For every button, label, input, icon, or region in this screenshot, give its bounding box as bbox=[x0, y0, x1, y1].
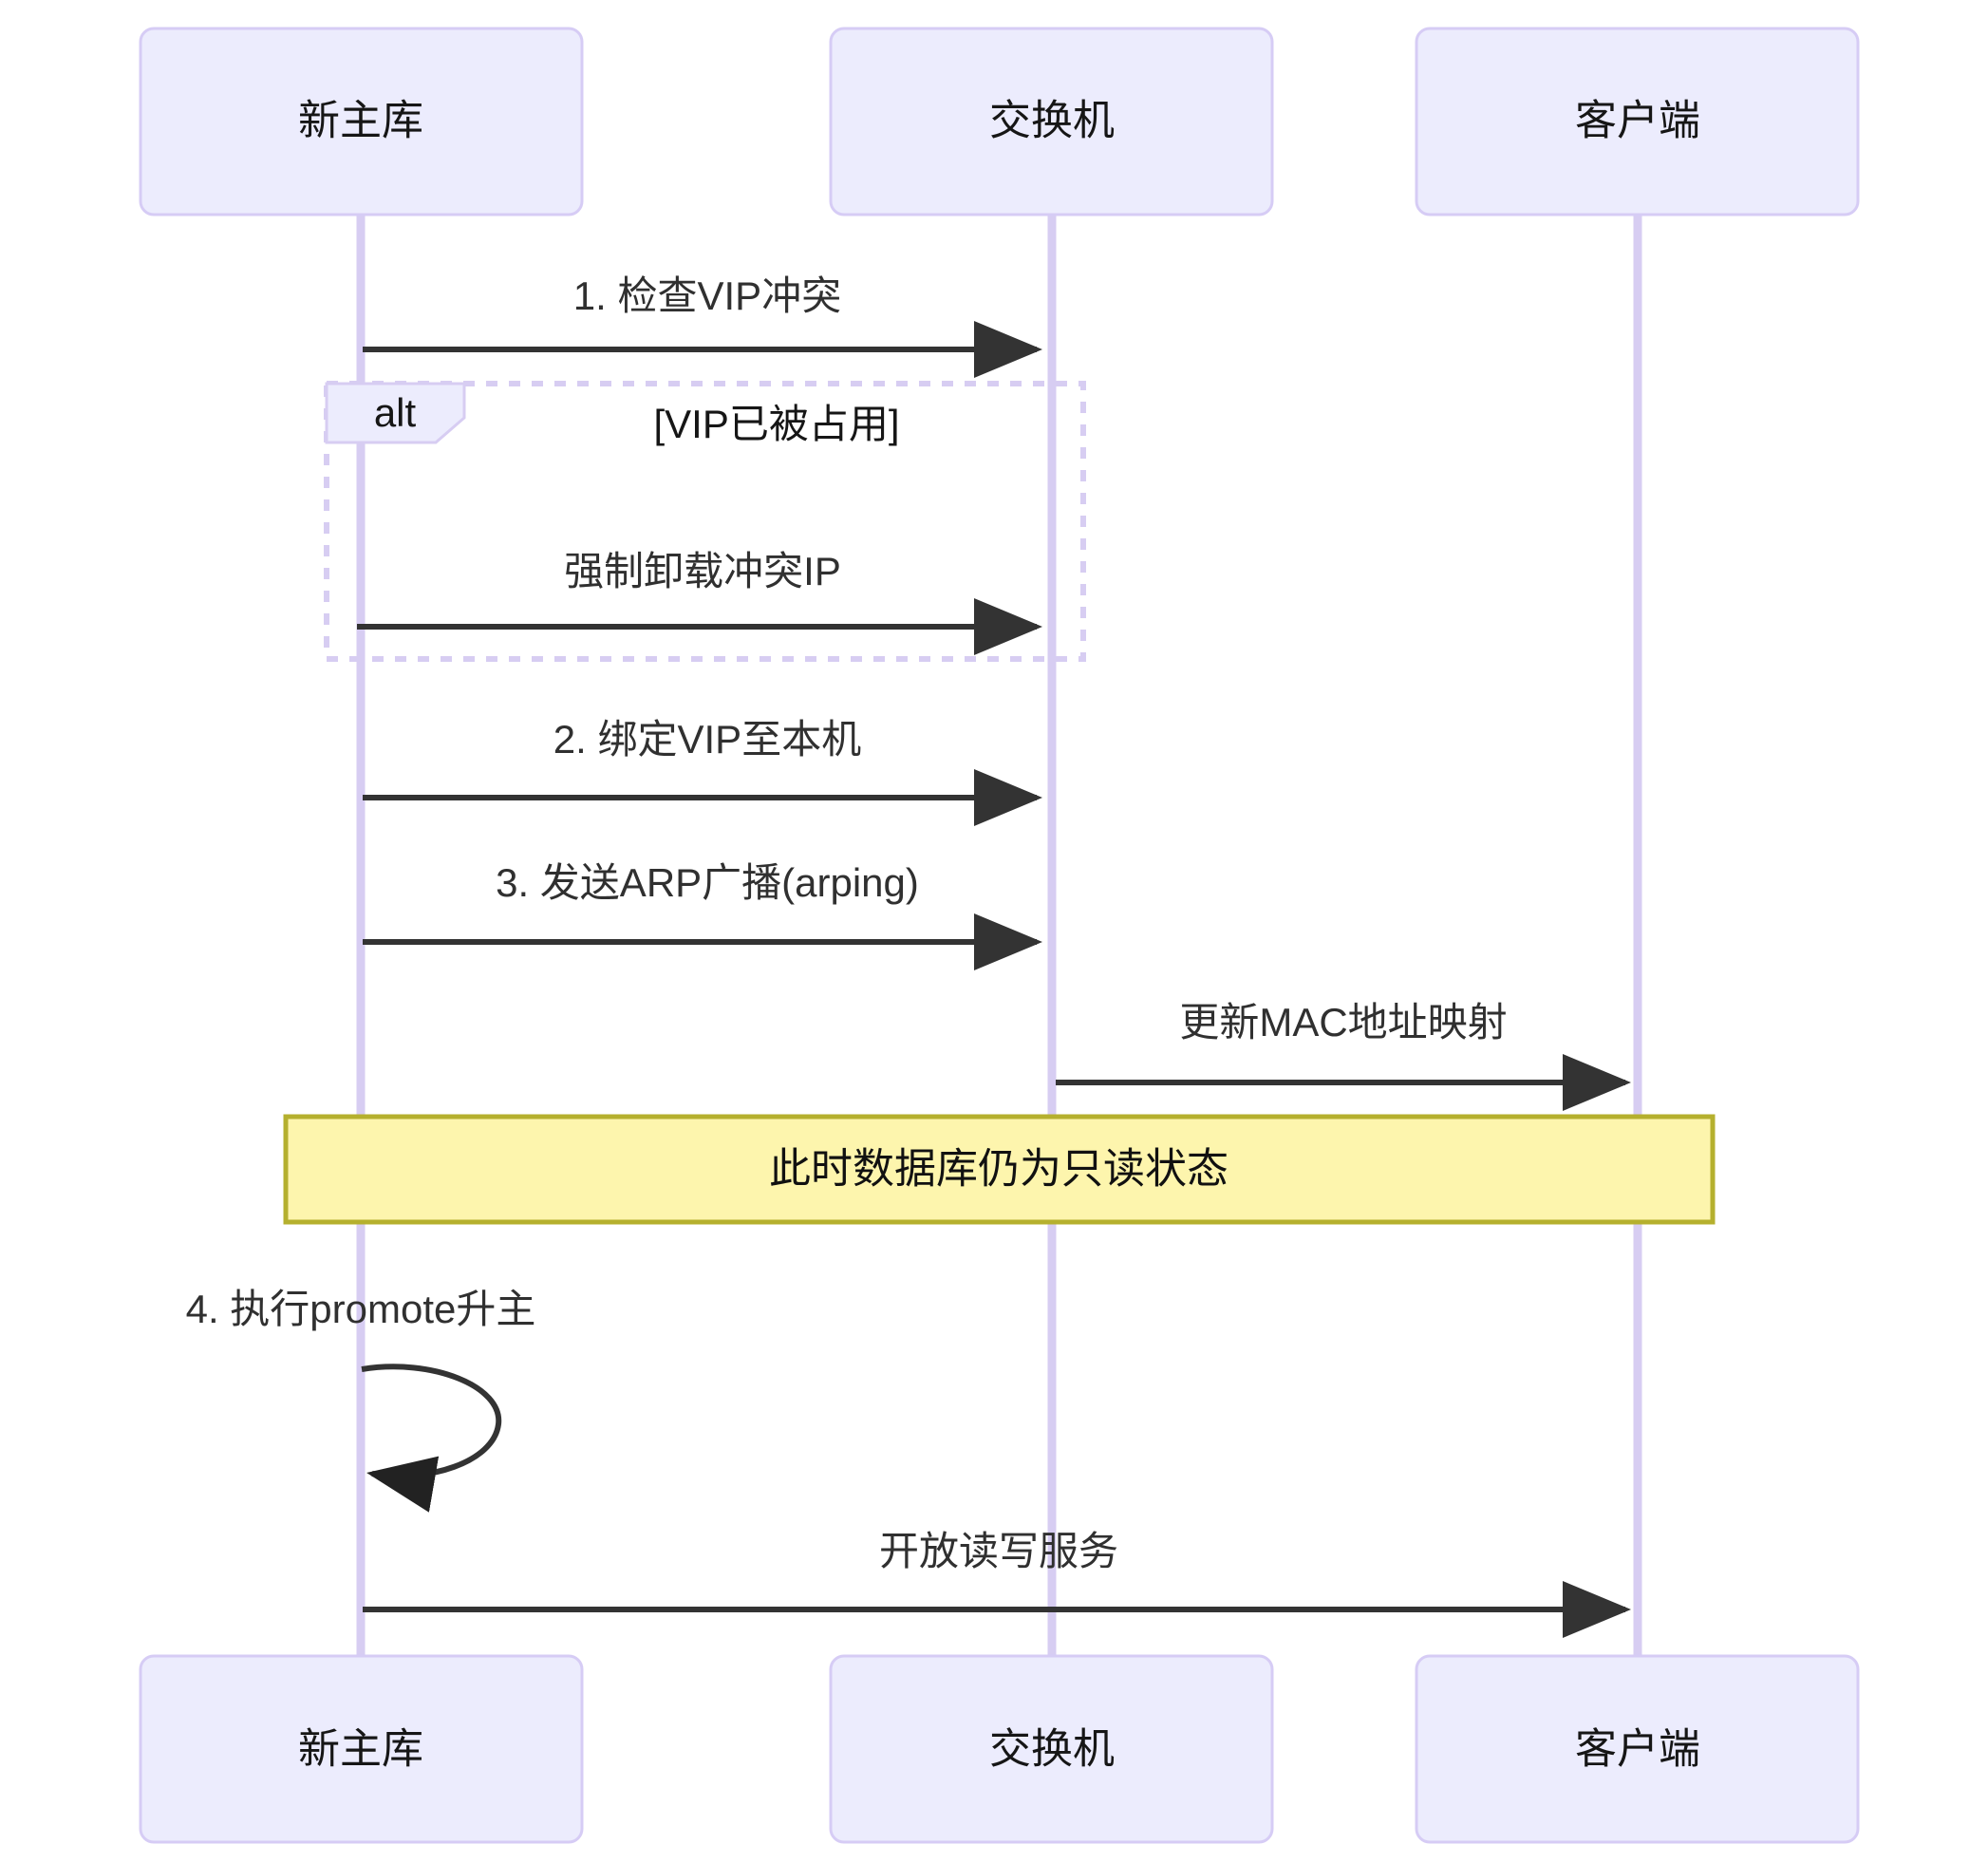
message-3-group: 2. 绑定VIP至本机 bbox=[363, 717, 1042, 826]
message-label-1: 1. 检查VIP冲突 bbox=[573, 273, 841, 318]
alt-block-frame bbox=[324, 381, 1086, 662]
participant-label-master-top: 新主库 bbox=[298, 98, 423, 144]
message-selfloop-arrow-6 bbox=[361, 1364, 502, 1513]
note-box bbox=[283, 1114, 1716, 1225]
participant-label-switch-bottom: 交换机 bbox=[989, 1726, 1115, 1773]
message-7-group: 开放读写服务 bbox=[363, 1529, 1631, 1638]
message-5-group: 更新MAC地址映射 bbox=[1056, 1000, 1631, 1111]
alt-block-condition-label: [VIP已被占用] bbox=[653, 402, 899, 446]
participant-box-master-bottom[interactable] bbox=[139, 1654, 584, 1844]
participant-label-switch-top: 交换机 bbox=[989, 98, 1115, 144]
participant-box-master-top[interactable] bbox=[139, 27, 584, 216]
message-label-2: 强制卸载冲突IP bbox=[564, 549, 841, 593]
alt-block-group: alt [VIP已被占用] 强制卸载冲突IP bbox=[324, 381, 1086, 662]
participant-label-client-bottom: 客户端 bbox=[1575, 1726, 1700, 1773]
participant-label-master-bottom: 新主库 bbox=[298, 1726, 423, 1773]
message-label-7: 开放读写服务 bbox=[879, 1529, 1118, 1573]
participant-label-client-top: 客户端 bbox=[1575, 98, 1700, 144]
participants-bottom: 新主库 交换机 客户端 bbox=[139, 1654, 1860, 1844]
participants-top: 新主库 交换机 客户端 bbox=[139, 27, 1860, 216]
participant-box-client-top[interactable] bbox=[1415, 27, 1860, 216]
message-label-6: 4. 执行promote升主 bbox=[186, 1287, 536, 1331]
message-6-selfloop-group: 4. 执行promote升主 bbox=[186, 1287, 536, 1513]
message-label-4: 3. 发送ARP广播(arping) bbox=[496, 860, 919, 905]
alt-block-tab-label: alt bbox=[374, 390, 417, 435]
message-label-5: 更新MAC地址映射 bbox=[1179, 1000, 1507, 1044]
participant-box-switch-bottom[interactable] bbox=[829, 1654, 1274, 1844]
participant-box-client-bottom[interactable] bbox=[1415, 1654, 1860, 1844]
note-text: 此时数据库仍为只读状态 bbox=[769, 1146, 1228, 1193]
note-group: 此时数据库仍为只读状态 bbox=[283, 1114, 1716, 1225]
participant-box-switch-top[interactable] bbox=[829, 27, 1274, 216]
message-label-3: 2. 绑定VIP至本机 bbox=[553, 717, 861, 762]
message-4-group: 3. 发送ARP广播(arping) bbox=[363, 860, 1042, 970]
lifelines-group bbox=[356, 214, 1642, 1657]
message-1-group: 1. 检查VIP冲突 bbox=[363, 273, 1042, 378]
alt-block-tab bbox=[325, 382, 466, 444]
